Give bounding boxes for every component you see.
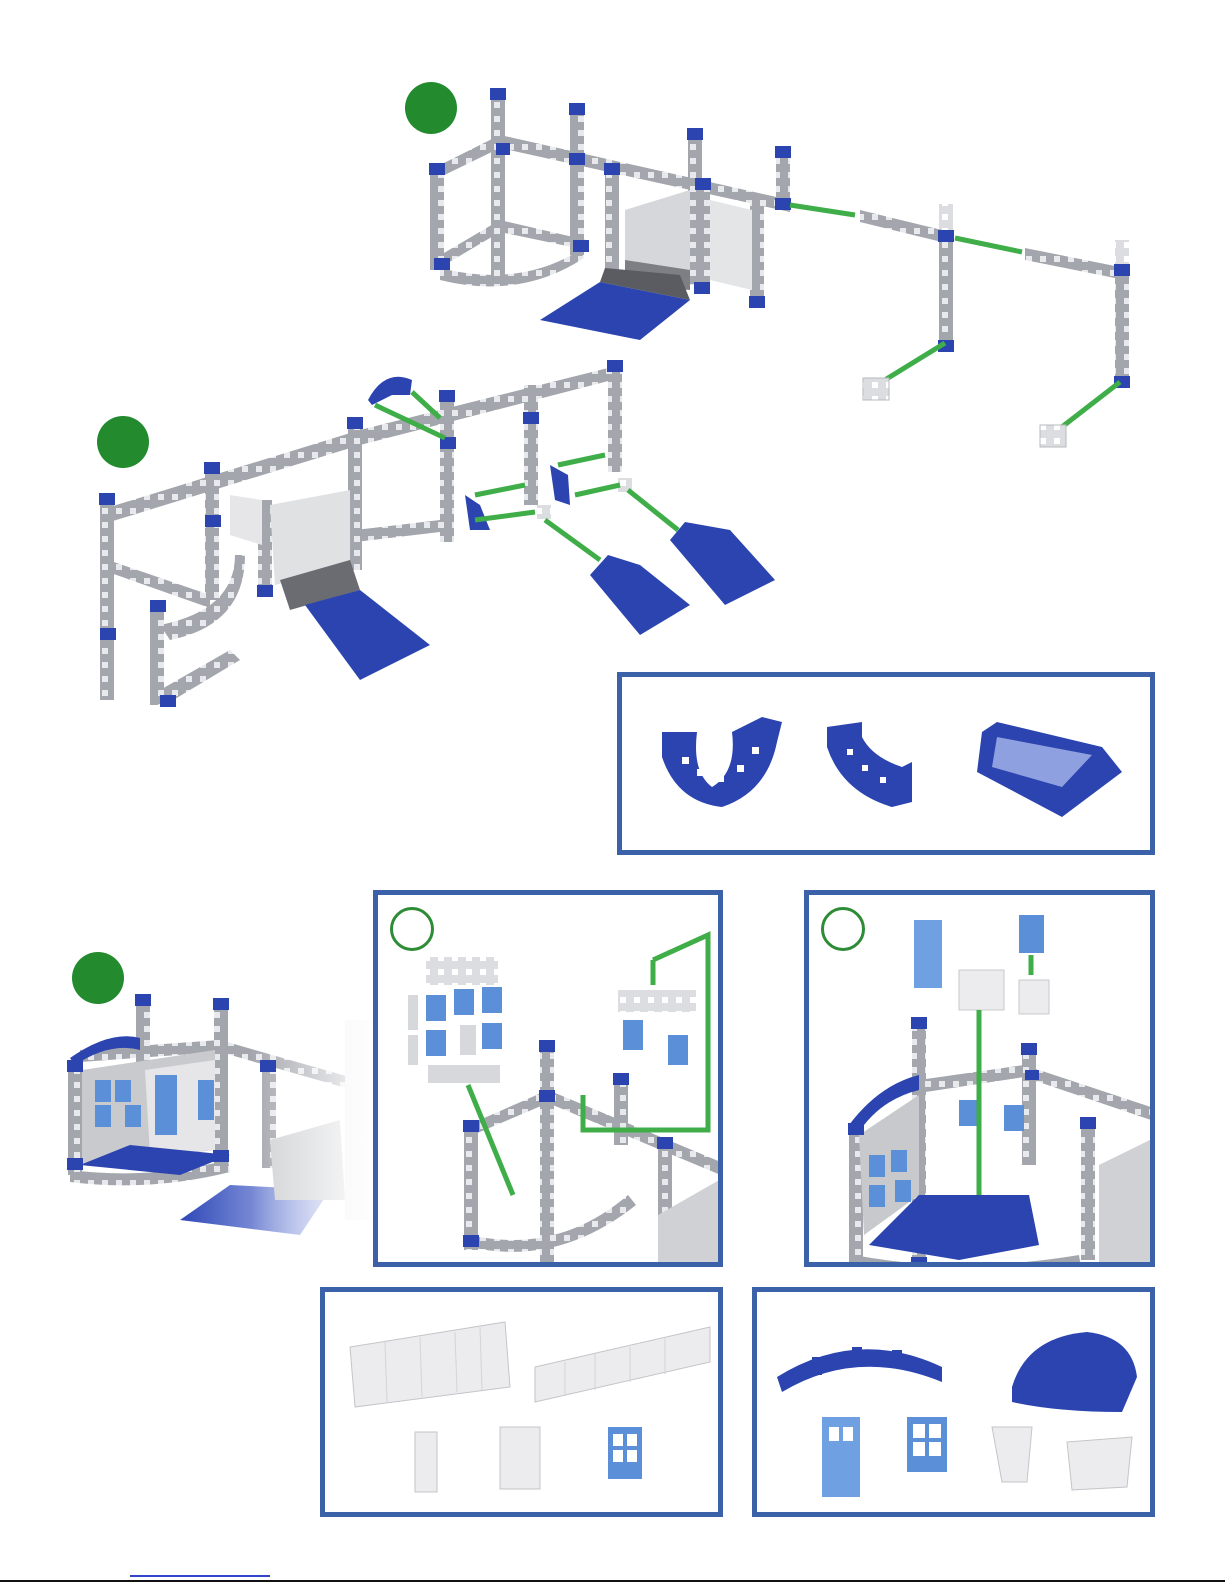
ramp-plate-icon bbox=[977, 722, 1122, 817]
footer-link-underline[interactable] bbox=[130, 1575, 270, 1577]
step-marker-b bbox=[97, 416, 149, 468]
wall-corner-double-icon bbox=[1067, 1437, 1132, 1490]
wall-panel-long-icon bbox=[350, 1322, 510, 1407]
wall-corner-single-icon bbox=[992, 1427, 1032, 1482]
parts-panel-roof-doors bbox=[752, 1287, 1155, 1517]
step-marker-a bbox=[405, 82, 457, 134]
parts-panel-arches-ramp bbox=[617, 672, 1155, 855]
parts-panel-walls bbox=[320, 1287, 723, 1517]
wall-panel-double-icon bbox=[500, 1427, 540, 1489]
substep-marker-2 bbox=[821, 907, 865, 951]
step-b-assembly bbox=[99, 360, 775, 707]
substep-panel-1 bbox=[373, 890, 723, 1267]
step-c-assembly bbox=[67, 994, 380, 1240]
arch-beam-icon bbox=[777, 1347, 942, 1392]
roof-cap-icon bbox=[1012, 1332, 1137, 1412]
window-frame-icon bbox=[1019, 915, 1044, 953]
wall-panel-segment-icon bbox=[535, 1327, 710, 1402]
arch-bracket-large-icon bbox=[662, 717, 782, 807]
substep-panel-2 bbox=[804, 890, 1155, 1267]
frame-corner bbox=[463, 1040, 723, 1267]
arch-bracket-small-icon bbox=[827, 722, 912, 807]
wall-panel-single-icon bbox=[415, 1432, 437, 1492]
door-frame-icon bbox=[914, 920, 942, 988]
window-frame-icon bbox=[608, 1427, 642, 1479]
footer-rule bbox=[0, 1580, 1225, 1582]
substep-marker-1 bbox=[390, 907, 434, 951]
window-frame-icon bbox=[907, 1417, 947, 1472]
step-marker-c bbox=[72, 952, 124, 1004]
door-frame-icon bbox=[822, 1417, 860, 1497]
